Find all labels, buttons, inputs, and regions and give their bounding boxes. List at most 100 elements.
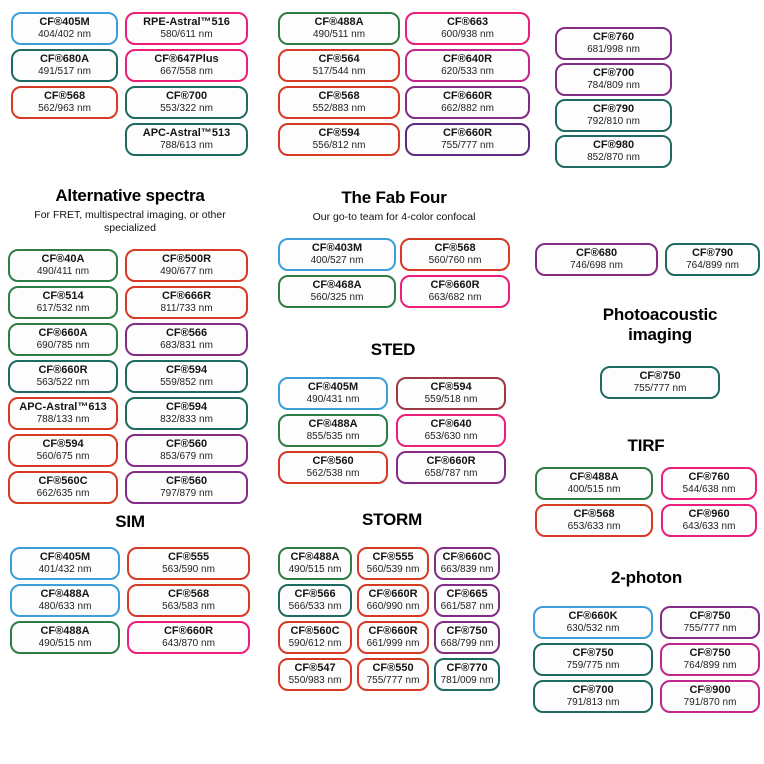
dye-name: CF®405M — [39, 16, 90, 28]
dye-wavelengths: 658/787 nm — [424, 468, 478, 479]
dye-wavelengths: 563/583 nm — [162, 601, 215, 612]
dye-name: CF®660R — [368, 625, 418, 637]
dye-name: CF®566 — [294, 588, 336, 600]
dye-wavelengths: 560/325 nm — [310, 292, 364, 303]
dye-wavelengths: 690/785 nm — [36, 340, 90, 351]
dye-wavelengths: 620/533 nm — [441, 66, 494, 77]
dye-wavelengths: 660/990 nm — [366, 601, 420, 612]
dye-wavelengths: 559/518 nm — [424, 394, 478, 405]
dye-wavelengths: 755/777 nm — [683, 623, 737, 634]
dye-name: CF®40A — [41, 253, 85, 265]
dye-wavelengths: 562/538 nm — [306, 468, 360, 479]
dye-wavelengths: 855/535 nm — [306, 431, 360, 442]
dye-name: CF®790 — [691, 247, 734, 259]
dye-name: CF®568 — [434, 242, 476, 254]
dye-wavelengths: 661/587 nm — [440, 601, 494, 612]
dye-wavelengths: 643/633 nm — [682, 521, 736, 532]
dye-name: CF®750 — [446, 625, 488, 637]
dye-name: CF®660R — [163, 625, 214, 637]
dye-wavelengths: 746/698 nm — [570, 260, 623, 271]
dye-name: CF®568 — [167, 588, 210, 600]
dye-name: CF®660R — [442, 90, 493, 102]
dye-name: CF®568 — [573, 508, 615, 520]
dye-wavelengths: 490/511 nm — [312, 29, 366, 40]
dye-name: CF®488A — [290, 551, 340, 563]
dye-name: CF®560 — [165, 475, 208, 487]
dye-wavelengths: 788/133 nm — [36, 414, 90, 425]
section-title: TIRF — [627, 436, 665, 455]
dye-wavelengths: 662/635 nm — [36, 488, 90, 499]
dye-wavelengths: 662/882 nm — [441, 103, 494, 114]
dye-wavelengths: 630/532 nm — [566, 623, 620, 634]
dye-name: CF®405M — [39, 551, 91, 563]
dye-name: CF®700 — [592, 67, 635, 79]
dye-name: CF®468A — [312, 279, 362, 291]
dye-wavelengths: 784/809 nm — [587, 80, 640, 91]
dye-name: CF®700 — [165, 90, 208, 102]
dye-name: CF®750 — [639, 370, 681, 382]
dye-wavelengths: 480/633 nm — [38, 601, 92, 612]
dye-wavelengths: 832/833 nm — [160, 414, 213, 425]
dye-wavelengths: 566/533 nm — [288, 601, 342, 612]
section-title: 2-photon — [610, 568, 683, 587]
dye-name: CF®660R — [368, 588, 418, 600]
dye-wavelengths: 667/558 nm — [160, 66, 213, 77]
dye-name: CF®960 — [688, 508, 730, 520]
dye-wavelengths: 791/813 nm — [566, 697, 620, 708]
dye-wavelengths: 643/870 nm — [162, 638, 215, 649]
section-subtitle: For FRET, multispectral imaging, or othe… — [34, 209, 226, 234]
dye-name: CF®560 — [312, 455, 354, 467]
dye-name: CF®760 — [592, 31, 635, 43]
section-title: STED — [370, 340, 416, 359]
dye-name: CF®594 — [42, 438, 84, 450]
dye-name: CF®594 — [318, 127, 360, 139]
dye-wavelengths: 668/799 nm — [440, 638, 494, 649]
dye-wavelengths: 556/812 nm — [312, 140, 366, 151]
dye-wavelengths: 559/852 nm — [160, 377, 213, 388]
dye-name: APC-Astral™513 — [142, 127, 231, 139]
dye-wavelengths: 853/679 nm — [160, 451, 213, 462]
